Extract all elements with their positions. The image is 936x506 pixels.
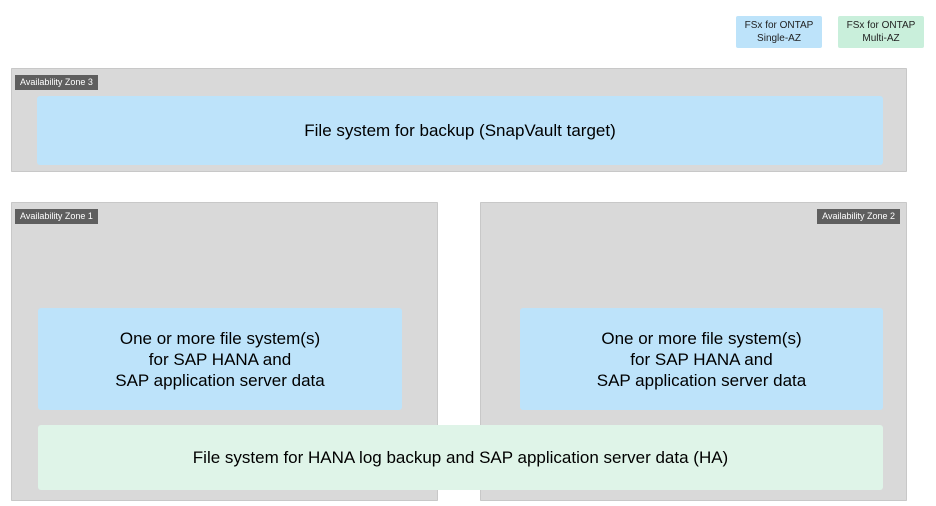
- az1-data-file-system: One or more file system(s) for SAP HANA …: [38, 308, 402, 410]
- zone-1-label: Availability Zone 1: [15, 209, 98, 224]
- zone-2-label: Availability Zone 2: [817, 209, 900, 224]
- backup-file-system: File system for backup (SnapVault target…: [37, 96, 883, 165]
- az2-data-file-system: One or more file system(s) for SAP HANA …: [520, 308, 883, 410]
- zone-3-label: Availability Zone 3: [15, 75, 98, 90]
- ha-file-system: File system for HANA log backup and SAP …: [38, 425, 883, 490]
- legend-multi-az: FSx for ONTAP Multi-AZ: [838, 16, 924, 48]
- legend-single-az: FSx for ONTAP Single-AZ: [736, 16, 822, 48]
